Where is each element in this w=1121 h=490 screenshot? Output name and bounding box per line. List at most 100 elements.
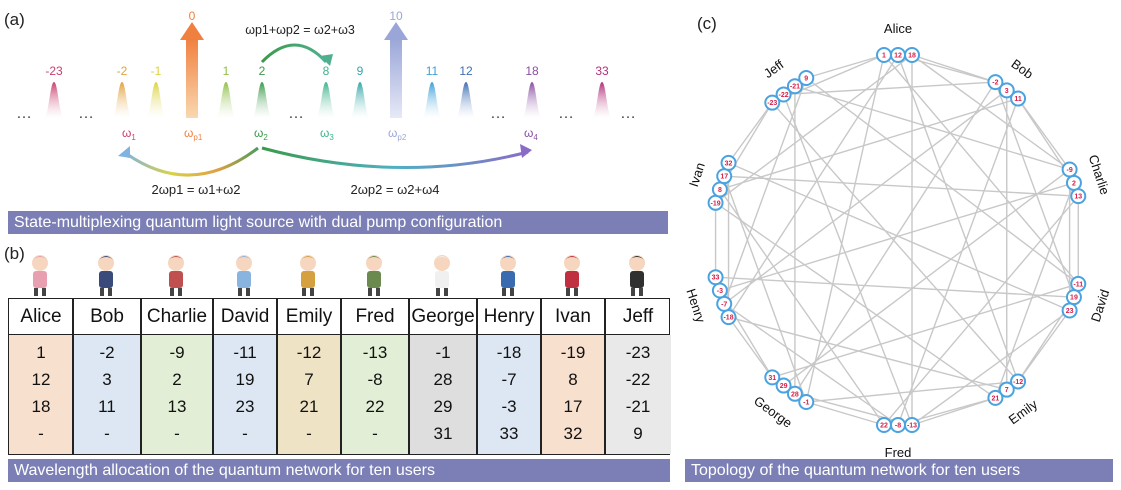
table-cell: -: [104, 424, 110, 443]
svg-text:-8: -8: [895, 423, 901, 430]
svg-text:-23: -23: [767, 100, 777, 107]
table-cell: 22: [365, 397, 385, 416]
svg-text:-12: -12: [1013, 379, 1023, 386]
table-cell: -18: [496, 343, 522, 362]
spectrum-peak-label: -2: [117, 64, 128, 78]
user-avatar-icon: [293, 252, 323, 298]
svg-text:29: 29: [780, 383, 788, 390]
table-cell: -13: [362, 343, 388, 362]
spectrum-peak: [216, 82, 236, 118]
table-header-cell: Charlie: [146, 306, 208, 327]
banner-a: State-multiplexing quantum light source …: [8, 211, 668, 234]
banner-c: Topology of the quantum network for ten …: [685, 459, 1113, 482]
table-cell: 28: [433, 370, 453, 389]
svg-text:8: 8: [718, 187, 722, 194]
user-avatar-icon: [229, 252, 259, 298]
table-cell: 7: [304, 370, 314, 389]
network-node-bob: 3: [998, 82, 1015, 99]
spectrum-peak: [350, 82, 370, 118]
table-header-cell: Alice: [20, 306, 62, 327]
table-divider: [340, 299, 342, 454]
network-edge: [719, 182, 1075, 292]
svg-text:32: 32: [725, 160, 733, 167]
svg-text:1: 1: [882, 53, 886, 60]
network-node-bob: -2: [987, 74, 1004, 91]
network-edge: [911, 54, 1071, 171]
network-node-bob: 11: [1010, 90, 1027, 107]
network-edge: [782, 94, 913, 426]
table-cell: -3: [501, 397, 517, 416]
network-node-alice: 18: [904, 47, 920, 63]
table-cell: 32: [563, 424, 583, 443]
svg-text:-11: -11: [1073, 281, 1083, 288]
network-node-fred: -13: [904, 417, 920, 433]
table-cell: -: [306, 424, 312, 443]
omega-p1-label: ωp1: [184, 126, 203, 142]
network-node-david: 23: [1061, 302, 1078, 319]
network-edge: [805, 54, 885, 403]
table-divider: [276, 299, 278, 454]
user-avatar-icon: [557, 252, 587, 298]
network-user-label: Alice: [884, 21, 912, 36]
table-cell: -21: [625, 397, 651, 416]
table-divider: [72, 299, 74, 454]
network-edge: [724, 175, 1079, 197]
network-node-ivan: 32: [720, 154, 737, 171]
svg-text:18: 18: [908, 53, 916, 60]
network-node-henry: -3: [711, 282, 728, 299]
table-cell: 31: [433, 424, 453, 443]
network-edge: [728, 316, 1007, 391]
table-cell: -11: [233, 343, 257, 362]
network-edge: [911, 54, 996, 83]
network-node-charlie: 2: [1065, 174, 1082, 191]
top-arc-arrowhead: [320, 54, 333, 66]
network-node-george: 29: [775, 377, 792, 394]
network-node-charlie: 13: [1070, 188, 1087, 205]
network-node-henry: -7: [716, 295, 733, 312]
svg-text:-1: -1: [803, 400, 809, 407]
equation-top: ωp1+ωp2 = ω2+ω3: [245, 23, 355, 37]
table-header-cell: Ivan: [555, 306, 591, 327]
network-node-jeff: -21: [786, 78, 803, 95]
table-cell: -23: [625, 343, 651, 362]
omega4-label: ω4: [524, 126, 538, 142]
network-node-emily: 7: [998, 381, 1015, 398]
user-avatar-icon: [359, 252, 389, 298]
network-edge: [994, 81, 1075, 298]
network-node-henry: -18: [720, 309, 737, 326]
table-header-cell: David: [220, 306, 270, 327]
table-divider: [540, 299, 542, 454]
network-edge: [723, 303, 899, 426]
table-cell: 3: [102, 370, 112, 389]
table-cell: 21: [299, 397, 319, 416]
user-avatar-icon: [493, 252, 523, 298]
svg-text:-13: -13: [907, 423, 917, 430]
network-edge: [794, 85, 1070, 171]
svg-text:-2: -2: [992, 80, 998, 87]
user-avatar-icon: [91, 252, 121, 298]
omega2-label: ω2: [254, 126, 268, 142]
table-header-cell: Henry: [483, 306, 535, 327]
omega-p2-label: ωp2: [388, 126, 407, 142]
spectrum-peak: [112, 82, 132, 118]
spectrum-peak-label: 33: [595, 64, 609, 78]
svg-text:13: 13: [1074, 194, 1082, 201]
network-edge: [719, 97, 1019, 191]
network-edge: [911, 309, 1071, 426]
spectrum-peak: [592, 82, 612, 118]
user-avatar-icon: [427, 252, 457, 298]
table-header-cell: Jeff: [622, 306, 654, 327]
table-divider: [604, 299, 606, 454]
omega3-label: ω3: [320, 126, 334, 142]
network-user-label: Charlie: [1086, 153, 1113, 197]
spectrum-peak-label: 1: [223, 64, 230, 78]
